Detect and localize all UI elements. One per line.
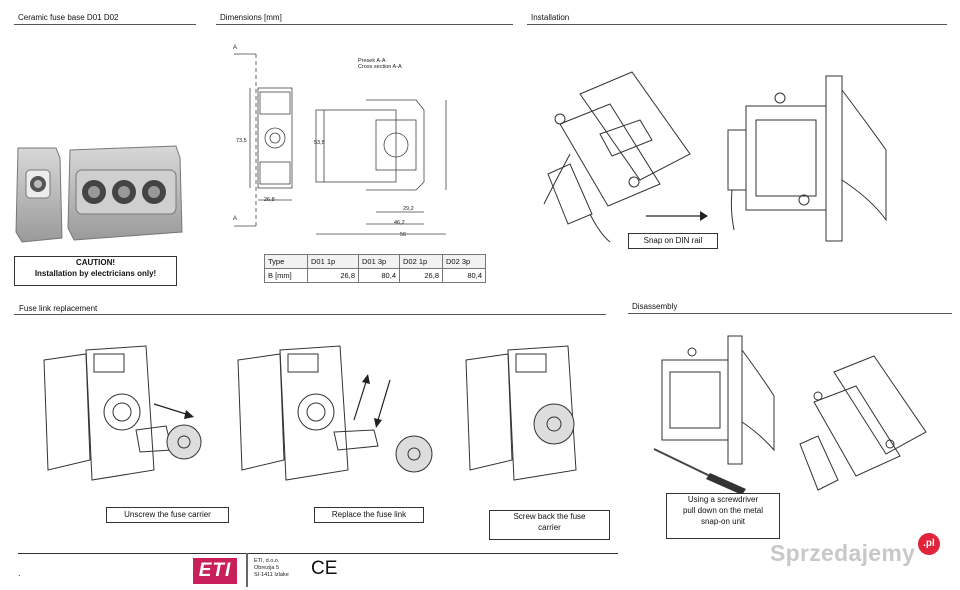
rule-installation: [527, 24, 947, 25]
label-dim-53-5: 53,5: [314, 140, 325, 146]
fuse-carrier-screw-back-illustration: [465, 345, 577, 481]
section-title-installation: Installation: [531, 13, 570, 22]
footer-company-line3: SI-1411 Izlake: [254, 572, 289, 578]
label-dim-56: 56: [400, 232, 407, 238]
caption-screwdriver-line3: snap-on unit: [700, 517, 746, 526]
caution-text: Installation by electricians only!: [34, 269, 157, 278]
caution-title: CAUTION!: [75, 258, 116, 267]
screwdriver-icon: [653, 448, 746, 495]
caption-screw-back-fuse-carrier: Screw back the fuse carrier: [489, 510, 610, 540]
table-row: B [mm] 26,8 80,4 26,8 80,4: [264, 268, 486, 283]
label-a-bottom: A: [233, 216, 238, 222]
table-cell: 80,4: [442, 268, 486, 283]
footer-dot: .: [18, 568, 21, 578]
rule-fuse-link: [14, 314, 606, 315]
ce-mark: CE: [311, 558, 338, 579]
label-width-front: 26,8: [264, 197, 275, 203]
section-title-dimensions: Dimensions [mm]: [220, 13, 282, 22]
label-dim-46-2: 46,2: [394, 220, 405, 226]
fuse-link-replace-illustration: [237, 345, 433, 481]
label-height-front: 73,5: [236, 138, 247, 144]
dimension-table: Type D01 1p D01 3p D02 1p D02 3p B [mm] …: [264, 254, 486, 283]
rule-disassembly: [628, 313, 952, 314]
table-row-label: B [mm]: [264, 268, 308, 283]
table-header-cell: D02 1p: [399, 254, 443, 269]
table-cell: 26,8: [307, 268, 359, 283]
arrow-right-icon: [646, 211, 708, 221]
disassembly-illustration-tilted: [799, 355, 927, 491]
table-cell: 26,8: [399, 268, 443, 283]
caption-replace-fuse-link: Replace the fuse link: [314, 507, 424, 523]
table-header-row: Type D01 1p D01 3p D02 1p D02 3p: [264, 254, 486, 269]
rule-fuse-base: [14, 24, 196, 25]
watermark-text: Sprzedajemy: [770, 540, 916, 566]
caption-screw-back-line1: Screw back the fuse: [513, 512, 586, 521]
caution-box: CAUTION! Installation by electricians on…: [14, 256, 177, 286]
dimension-drawing-front: [234, 53, 293, 227]
rule-dimensions: [216, 24, 513, 25]
footer-divider: [246, 553, 248, 587]
section-title-fuse-link: Fuse link replacement: [19, 304, 98, 313]
watermark-badge: .pl: [918, 533, 940, 555]
table-header-cell: Type: [264, 254, 308, 269]
table-header-cell: D02 3p: [442, 254, 486, 269]
footer-rule: [18, 553, 618, 554]
label-cross-a: Presek A-A: [358, 58, 386, 64]
caption-screw-back-line2: carrier: [538, 523, 561, 532]
footer-company-line2: Obrezija 5: [254, 565, 280, 571]
table-cell: 80,4: [358, 268, 400, 283]
label-cross-b: Cross section A-A: [358, 64, 402, 70]
table-header-cell: D01 3p: [358, 254, 400, 269]
caption-screwdriver-line2: pull down on the metal: [682, 506, 764, 515]
fuse-carrier-unscrew-illustration: [43, 345, 202, 481]
caption-snap-on-din-rail: Snap on DIN rail: [628, 233, 718, 249]
footer-company-line1: ETI, d.o.o.: [254, 558, 280, 564]
caption-unscrew-fuse-carrier: Unscrew the fuse carrier: [106, 507, 229, 523]
table-header-cell: D01 1p: [307, 254, 359, 269]
label-dim-29-2: 29,2: [403, 206, 414, 212]
installation-illustration-mounted: [727, 75, 887, 242]
installation-illustration-tilted: [543, 71, 700, 243]
caption-screwdriver-line1: Using a screwdriver: [687, 495, 759, 504]
disassembly-illustration-mounted: [661, 335, 775, 465]
section-title-disassembly: Disassembly: [632, 302, 678, 311]
caption-screwdriver-instructions: Using a screwdriver pull down on the met…: [666, 493, 780, 539]
eti-logo: ETI: [193, 558, 237, 584]
section-title-fuse-base: Ceramic fuse base D01 D02: [18, 13, 119, 22]
dimension-drawing-cross-section: [315, 99, 447, 235]
label-a-top: A: [233, 45, 238, 51]
fuse-base-photo: [15, 145, 183, 243]
